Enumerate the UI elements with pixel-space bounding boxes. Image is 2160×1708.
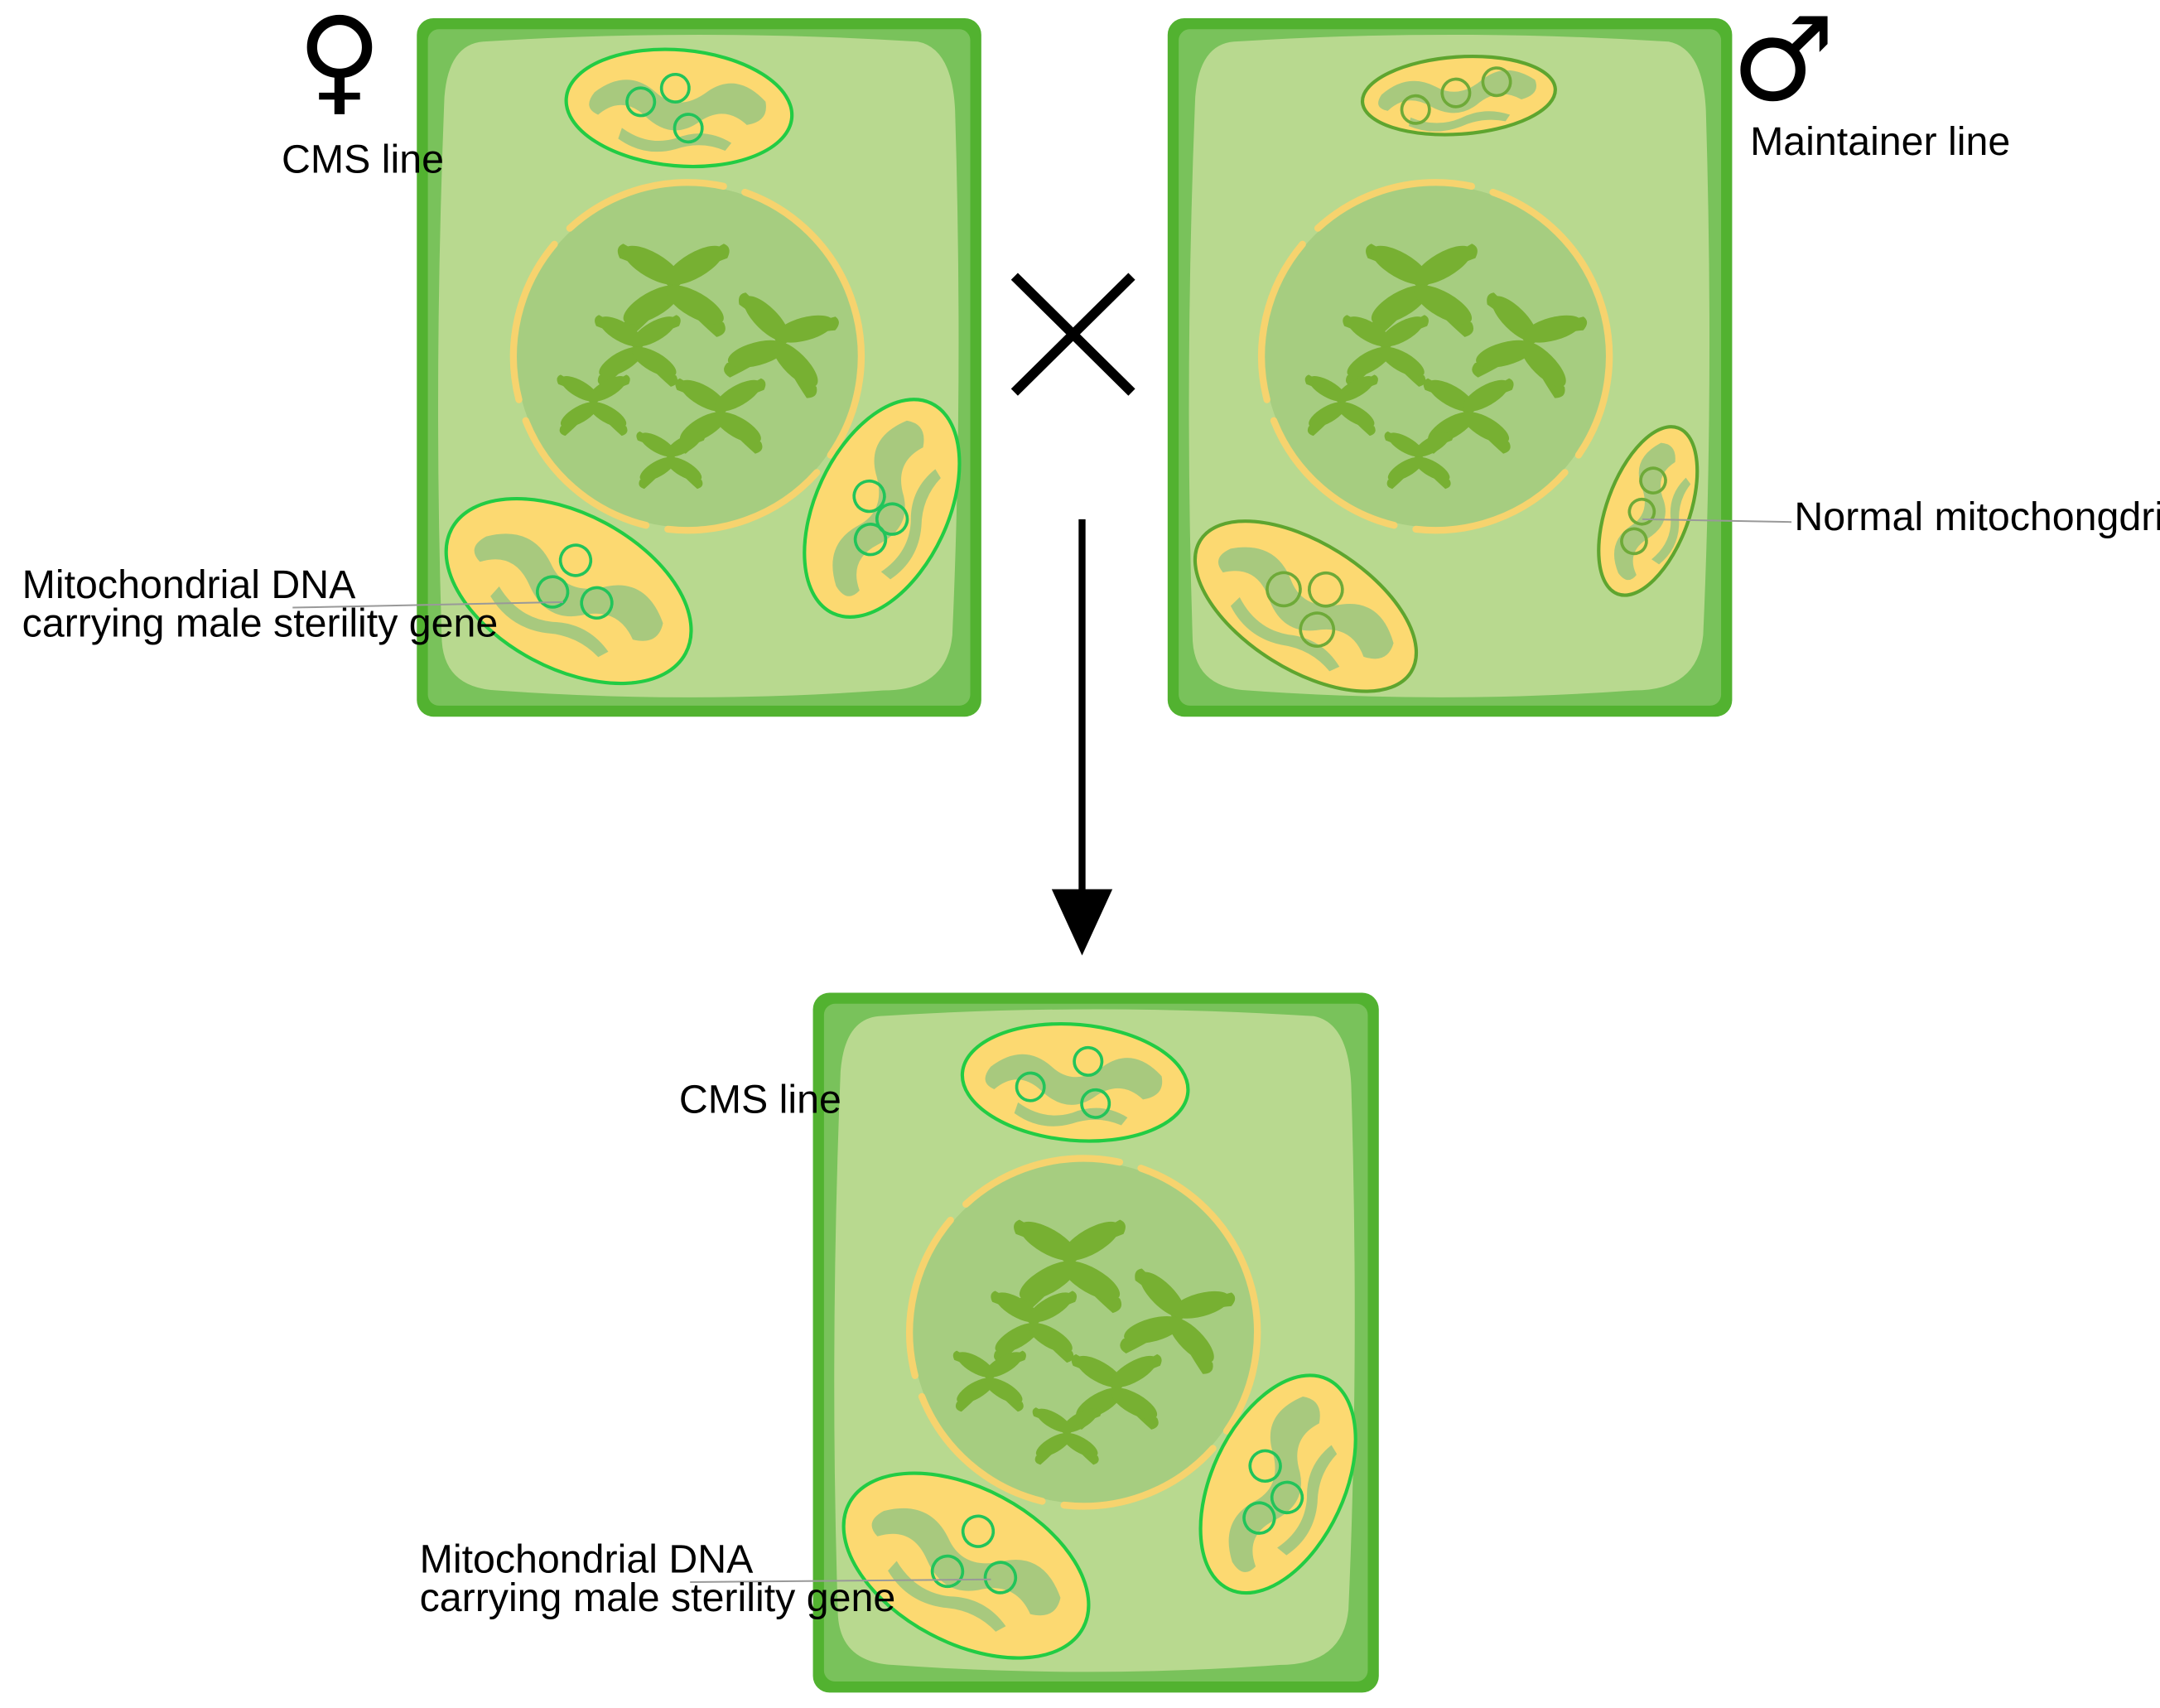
nucleus xyxy=(912,1160,1255,1504)
female-mito-dna-label: carrying male sterility gene xyxy=(22,601,499,646)
leader-line xyxy=(292,601,563,609)
nucleus xyxy=(1264,185,1607,528)
male-line-label: Maintainer line xyxy=(1750,119,2010,164)
male-mito-dna-label: Normal mitochongdrial DNA xyxy=(1794,495,2160,539)
mitochondrion xyxy=(960,1021,1190,1143)
mitochondrion xyxy=(564,47,794,169)
mitochondrion xyxy=(444,496,693,686)
mitochondrion xyxy=(1597,425,1706,597)
offspring-mito-dna-label: Mitochondrial DNA xyxy=(420,1537,755,1581)
mitochondrion xyxy=(1360,54,1557,137)
female-cms-cell xyxy=(417,17,981,717)
mitochondrion xyxy=(841,1471,1091,1660)
female-line-label: CMS line xyxy=(282,138,444,182)
mitochondrion xyxy=(1198,1373,1361,1595)
leader-line xyxy=(690,1578,991,1584)
arrow-down-icon xyxy=(1051,519,1113,956)
mitochondrion xyxy=(803,398,964,619)
male-symbol: ♂ xyxy=(1731,0,1835,128)
offspring-line-label: CMS line xyxy=(679,1077,841,1122)
nucleus xyxy=(516,185,859,528)
leader-line xyxy=(1642,518,1792,523)
cross-icon xyxy=(1010,273,1135,396)
offspring-mito-dna-label: carrying male sterility gene xyxy=(420,1575,896,1620)
female-symbol: ♀ xyxy=(297,0,383,128)
offspring-cms-cell xyxy=(812,992,1379,1693)
male-maintainer-cell xyxy=(1167,17,1733,717)
female-mito-dna-label: Mitochondrial DNA xyxy=(22,562,357,607)
mitochondrion xyxy=(1193,519,1419,700)
